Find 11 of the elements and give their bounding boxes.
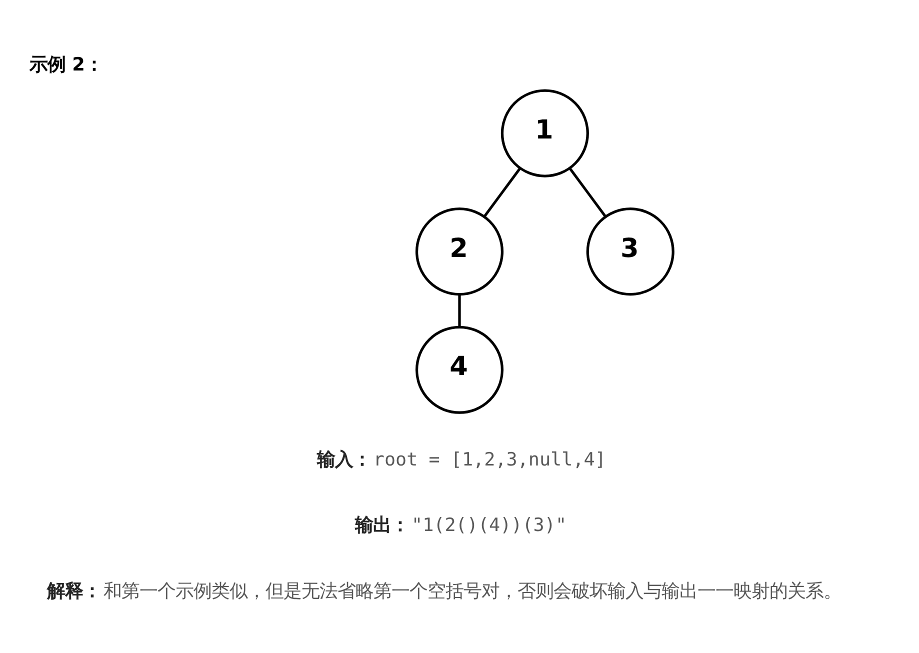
connector (483, 168, 521, 218)
label: 输出："1(2()(4))(3)" (355, 515, 567, 536)
diagram-title: 示例 2： (30, 54, 103, 76)
node-circle: 3 (586, 208, 674, 296)
node-circle: 2 (415, 208, 504, 296)
connector (458, 294, 461, 327)
label: 输入：root = [1,2,3,null,4] (316, 449, 606, 470)
connector (569, 168, 606, 218)
label: 解释：和第一个示例类似，但是无法省略第一个空括号对，否则会破坏输入与输出一一映射的关系。 (46, 580, 842, 602)
node-circle: 1 (500, 89, 589, 178)
node-circle: 4 (415, 326, 504, 414)
